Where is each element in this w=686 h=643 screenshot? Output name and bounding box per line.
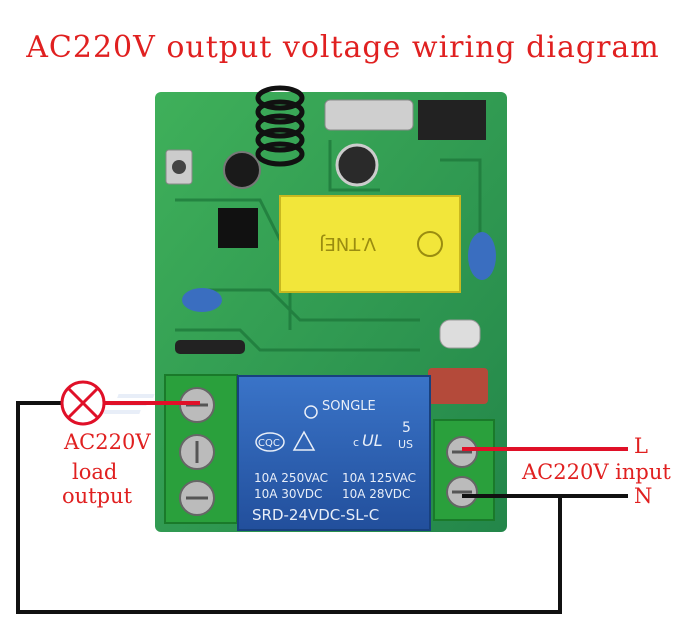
push-button-cap — [172, 160, 186, 174]
input-terminal-block — [433, 419, 495, 521]
relay-rating-right-1: 10A 125VAC — [342, 471, 416, 485]
capacitor — [335, 143, 379, 187]
blue-capacitor — [182, 288, 222, 312]
power-module-print: V.TNEJ — [319, 233, 376, 254]
red-wires — [104, 401, 628, 451]
crystal-oscillator — [324, 99, 414, 131]
relay-brand: SONGLE — [322, 399, 376, 414]
ic-chip — [218, 208, 258, 248]
power-module-logo — [417, 231, 443, 257]
load-label-line3: output — [62, 484, 133, 508]
relay-rating-left-2: 10A 30VDC — [254, 487, 322, 501]
relay-ul-us: US — [398, 438, 413, 451]
relay-cert-cqc: CQC — [258, 438, 280, 449]
relay-ul-logo: UL — [362, 431, 383, 450]
black-wire-loop — [16, 401, 628, 614]
capacitor — [223, 151, 261, 189]
varistor — [428, 368, 488, 404]
relay-ul-c: c — [353, 436, 359, 449]
diagram-title: AC220V output voltage wiring diagram — [26, 30, 660, 65]
blue-capacitor — [468, 232, 496, 280]
relay: SONGLE CQC 5 c UL US 10A 250VAC 10A 125V… — [103, 375, 431, 531]
load-terminal-block — [164, 374, 238, 524]
cqc-mark-icon — [255, 432, 285, 452]
registered-mark-icon — [304, 405, 318, 419]
relay-model: SRD-24VDC-SL-C — [252, 506, 379, 524]
relay-rating-left-1: 10A 250VAC — [254, 471, 328, 485]
pin-header — [418, 100, 486, 140]
antenna-coil — [255, 85, 305, 167]
terminal-n-label: N — [634, 484, 653, 508]
input-label: AC220V input — [522, 460, 671, 484]
diode — [175, 340, 245, 354]
terminal-l-label: L — [634, 434, 648, 458]
load-lamp-icon — [60, 380, 106, 426]
load-label-line2: load — [72, 460, 118, 484]
pcb-traces — [175, 140, 482, 352]
load-label-line1: AC220V — [64, 430, 151, 454]
warning-triangle-icon — [292, 430, 316, 451]
relay-rating-right-2: 10A 28VDC — [342, 487, 410, 501]
power-module — [279, 195, 461, 293]
fuse — [439, 319, 481, 349]
relay-cert-num: 5 — [402, 420, 411, 436]
